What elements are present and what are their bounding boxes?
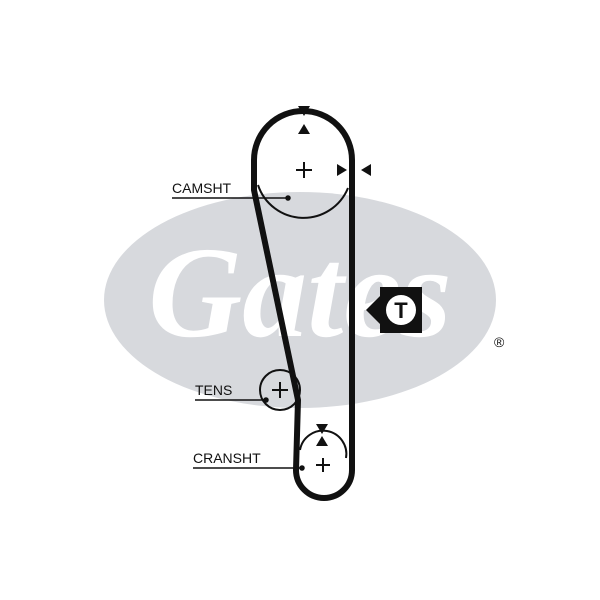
gates-logo-watermark: Gates ®: [104, 192, 505, 408]
crankshaft-center-icon: [316, 458, 330, 472]
cam-side-mark-left-icon: [361, 164, 371, 176]
belt-outline: [251, 108, 355, 501]
badge-pointer-icon: [366, 294, 382, 326]
crank-mark-up-icon: [316, 436, 328, 446]
tensioner-pulley: [259, 369, 301, 411]
leader-lines: [172, 195, 305, 471]
crankshaft-pulley-arc: [299, 429, 348, 459]
tensioner-center-icon: [272, 382, 288, 398]
tensioner-leader-dot: [263, 397, 269, 403]
camshaft-pulley: [257, 162, 349, 219]
cam-top-mark-up-icon: [298, 124, 310, 134]
crankshaft-pulley: [299, 429, 348, 472]
timing-marks: [298, 106, 371, 446]
crank-mark-down-icon: [316, 424, 328, 434]
registered-mark: ®: [494, 334, 505, 350]
camshaft-label: CAMSHT: [172, 180, 232, 196]
timing-belt: [251, 108, 355, 501]
crankshaft-leader-dot: [299, 465, 305, 471]
camshaft-pulley-arc: [257, 184, 349, 219]
tensioner-label: TENS: [195, 382, 232, 398]
logo-ellipse: [104, 192, 496, 408]
tensioner-badge: T: [366, 287, 422, 333]
camshaft-leader-dot: [285, 195, 291, 201]
crankshaft-label: CRANSHT: [193, 450, 261, 466]
tensioner-circle: [259, 369, 301, 411]
badge-letter: T: [394, 298, 408, 323]
cam-top-mark-down-icon: [298, 106, 310, 116]
camshaft-center-icon: [296, 162, 312, 178]
cam-side-mark-right-icon: [337, 164, 347, 176]
badge-circle: [386, 295, 416, 325]
